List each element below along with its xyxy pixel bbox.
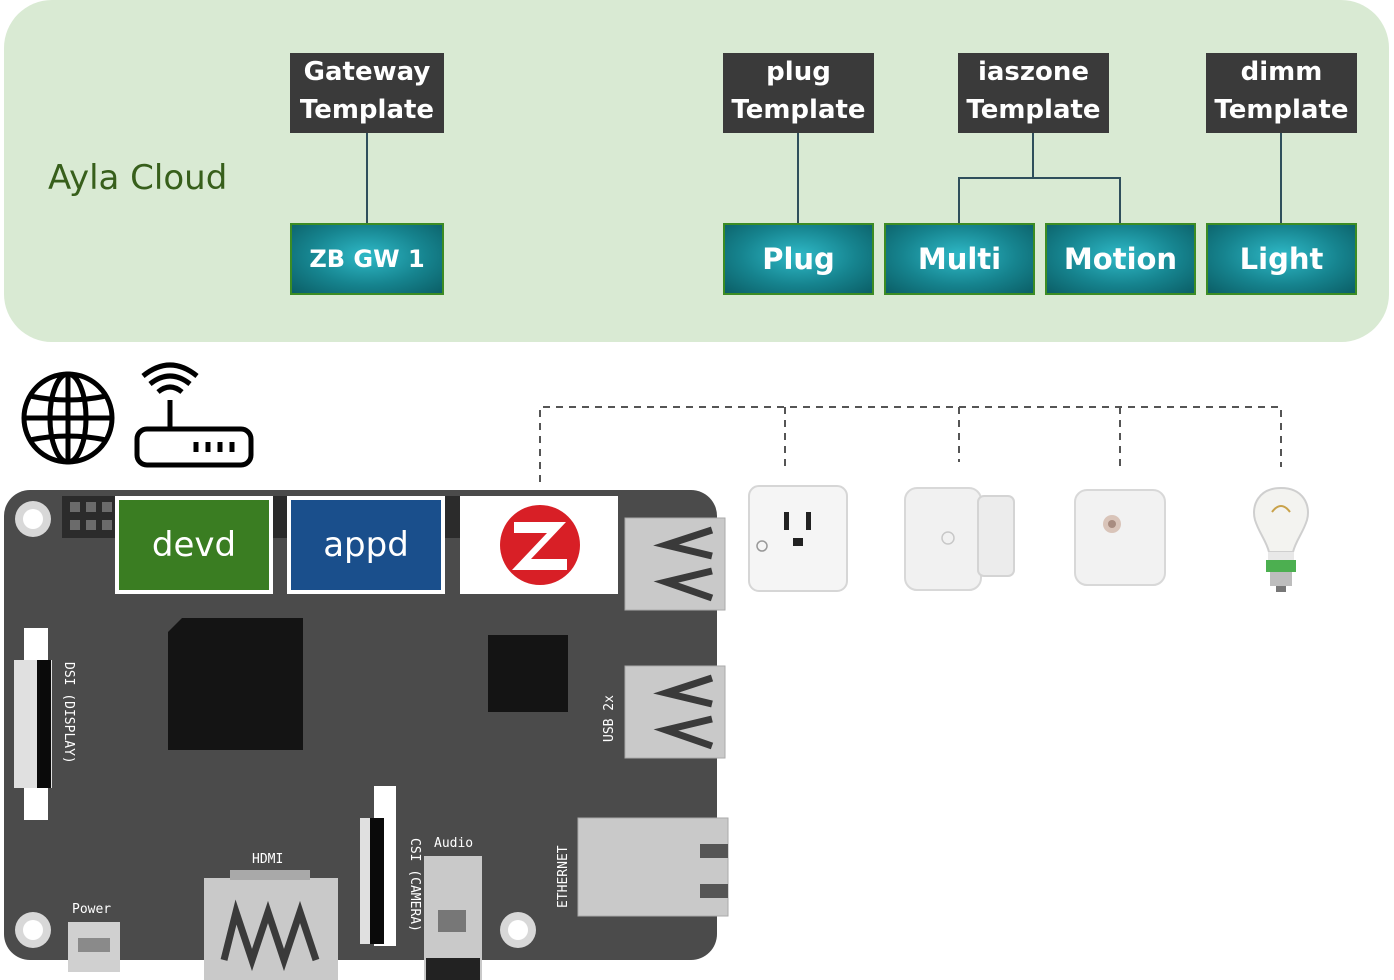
iaszone-template: iaszone Template xyxy=(958,53,1109,133)
template-connectors xyxy=(366,133,1282,223)
template-line: Template xyxy=(966,95,1101,125)
light-bulb-icon xyxy=(1253,486,1309,592)
router-icon xyxy=(134,362,254,468)
template-line: Template xyxy=(299,95,435,125)
hdmi-label: HDMI xyxy=(252,852,284,867)
csi-label: CSI (CAMERA) xyxy=(407,838,422,932)
zigbee-links xyxy=(539,406,1282,482)
plug-template: plug Template xyxy=(723,53,874,133)
usb-label: USB 2x xyxy=(602,695,617,742)
cloud-label: Ayla Cloud xyxy=(48,158,228,198)
template-line: Template xyxy=(1214,95,1349,125)
zigbee-logo xyxy=(460,496,618,594)
power-label: Power xyxy=(72,902,112,917)
device-multi: Multi xyxy=(884,223,1035,295)
device-plug: Plug xyxy=(723,223,874,295)
devd-block: devd xyxy=(115,496,273,594)
device-zb-gw-1: ZB GW 1 xyxy=(290,223,444,295)
motion-sensor-icon xyxy=(1074,489,1166,586)
audio-label: Audio xyxy=(434,836,474,851)
template-line: Gateway xyxy=(303,57,431,87)
gateway-board xyxy=(4,490,729,980)
ethernet-label: ETHERNET xyxy=(556,845,571,908)
door-sensor-icon xyxy=(904,487,1015,591)
template-line: Template xyxy=(731,95,866,125)
appd-block: appd xyxy=(287,496,445,594)
dimm-template: dimm Template xyxy=(1206,53,1357,133)
template-line: dimm xyxy=(1240,57,1323,87)
smart-plug-icon xyxy=(748,485,848,592)
dsi-label: DSI (DISPLAY) xyxy=(61,662,76,764)
template-line: iaszone xyxy=(977,57,1090,87)
device-motion: Motion xyxy=(1045,223,1196,295)
gateway-template: Gateway Template xyxy=(290,53,444,133)
device-light: Light xyxy=(1206,223,1357,295)
template-line: plug xyxy=(766,57,831,87)
globe-icon xyxy=(21,371,115,465)
